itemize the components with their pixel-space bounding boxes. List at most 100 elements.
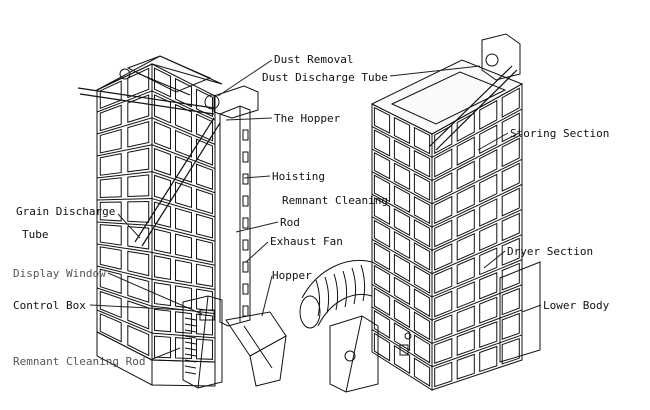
right-front-grid-panel <box>393 185 411 214</box>
elevator-window <box>242 195 249 207</box>
right-side-grid-row-line <box>431 133 523 181</box>
left-front-grid-panel <box>99 153 122 176</box>
right-front-grid-panel <box>373 264 391 294</box>
right-side-grid-panel <box>501 162 520 192</box>
control-box-grille <box>184 353 197 357</box>
left-side-grid-panel <box>196 313 213 336</box>
left-side-grid-panel <box>154 147 171 176</box>
dust-discharge-outlet <box>485 53 499 67</box>
right-front-grid-panel <box>393 344 411 375</box>
right-front-grid-row-line <box>371 238 433 275</box>
dust-removal-fan <box>204 94 220 110</box>
label-rod: Rod <box>280 216 300 229</box>
left-front-grid-row-line <box>96 198 153 201</box>
leader-dryer-section <box>483 250 506 269</box>
left-front-grid-panel <box>99 104 122 132</box>
control-box-grille <box>184 341 197 345</box>
left-front-grid-panel <box>127 226 150 250</box>
label-dust-discharge-tube: Dust Discharge Tube <box>262 71 388 84</box>
right-side-grid-panel <box>456 208 475 238</box>
right-side-grid-panel <box>434 314 453 341</box>
left-side-grid-panel <box>175 207 192 234</box>
control-box-grille <box>184 329 197 333</box>
right-side-grid-panel <box>456 257 475 285</box>
exhaust-duct-rib <box>333 273 339 311</box>
label-grain-discharge: Grain Discharge <box>16 205 116 218</box>
right-side-grid-face <box>431 83 523 391</box>
label-display-window: Display Window <box>13 267 106 280</box>
right-front-grid-panel <box>413 265 431 294</box>
right-front-grid-panel <box>373 151 391 180</box>
right-front-grid-panel <box>413 196 431 225</box>
left-side-grid-panel <box>154 201 171 228</box>
right-front-grid-panel <box>413 357 431 387</box>
elevator-window <box>242 261 249 273</box>
leader-exhaust-fan <box>245 241 269 263</box>
label-remnant-cleaning-rod: Remnant Cleaning Rod <box>13 355 146 368</box>
right-side-grid-panel <box>479 173 498 203</box>
elevator-window <box>242 239 249 251</box>
right-front-grid-row-line <box>371 171 433 205</box>
right-side-grid-panel <box>434 148 453 178</box>
dust-removal-unit <box>481 33 521 81</box>
right-side-grid-panel <box>456 232 475 261</box>
right-side-grid-panel <box>434 195 453 225</box>
right-side-grid-row-line <box>431 284 523 321</box>
left-side-grid-panel <box>175 285 192 309</box>
elevator-window <box>242 305 249 317</box>
left-side-grid-row-line <box>151 117 216 145</box>
right-side-grid-panel <box>456 353 475 380</box>
right-side-grid-panel <box>456 184 475 214</box>
left-side-grid-panel <box>196 88 213 118</box>
grain-discharge-tube <box>134 117 215 243</box>
right-dryer-tower <box>370 33 541 391</box>
leader-display-window <box>107 272 203 315</box>
left-front-grid-row-line <box>96 265 153 280</box>
left-front-grid-row-line <box>96 309 153 334</box>
label-hopper: Hopper <box>272 269 312 282</box>
left-front-grid-panel <box>127 300 150 330</box>
elevator-window <box>242 173 249 185</box>
right-front-grid-panel <box>413 334 431 364</box>
right-side-grid-panel <box>456 281 475 309</box>
left-fan-motor <box>119 68 131 80</box>
left-roof <box>96 55 223 91</box>
leader-hopper <box>261 275 273 317</box>
elevator-window <box>242 283 249 295</box>
exhaust-duct-rib <box>342 270 348 308</box>
right-side-grid-panel <box>501 187 520 217</box>
exhaust-fan-hub <box>344 350 356 362</box>
left-front-grid-panel <box>99 268 122 295</box>
right-side-grid-panel <box>479 222 498 252</box>
label-dust-removal: Dust Removal <box>274 53 354 66</box>
right-side-grid-panel <box>456 136 475 166</box>
control-box-grille <box>184 323 197 327</box>
right-side-grid-panel <box>434 124 453 155</box>
right-front-grid-panel <box>413 219 431 248</box>
right-front-grid-panel <box>393 139 411 168</box>
equipment-parts <box>299 260 379 393</box>
left-dryer-tower <box>77 55 287 389</box>
left-front-grid-panel <box>127 324 150 357</box>
left-side-grid-panel <box>196 288 213 312</box>
right-side-grid-panel <box>479 296 498 324</box>
right-front-grid-panel <box>413 311 431 341</box>
left-side-grid-row-line <box>151 90 216 121</box>
right-side-grid-row-line <box>431 234 523 275</box>
right-front-grid-panel <box>393 276 411 306</box>
left-front-grid-panel <box>99 313 122 343</box>
right-front-grid-panel <box>373 309 391 339</box>
display-window-screen <box>199 309 215 321</box>
label-dryer-section: Dryer Section <box>507 245 594 258</box>
left-side-grid-panel <box>196 238 213 263</box>
left-front-grid-row-line <box>96 243 153 253</box>
right-discharge-tube-edge <box>435 69 518 151</box>
right-side-grid-panel <box>479 345 498 373</box>
right-front-grid-panel <box>393 162 411 191</box>
left-front-grid-row-line <box>96 171 153 179</box>
top-duct-edge <box>79 93 215 115</box>
leader-storing-section <box>477 132 509 151</box>
left-side-grid-row-line <box>151 251 216 266</box>
right-front-grid-panel <box>373 332 391 362</box>
label-the-hopper: The Hopper <box>274 112 341 125</box>
